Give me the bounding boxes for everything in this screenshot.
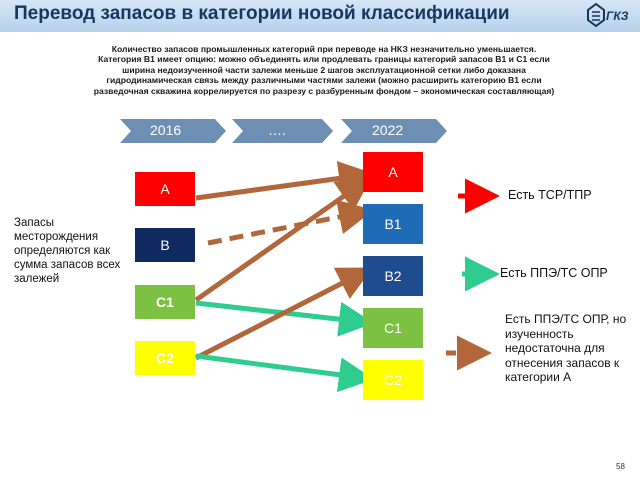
left-box-label: C1 [156,294,174,310]
right-box-label: C2 [384,372,402,388]
right-box-label: A [388,164,398,180]
timeline-start-label: 2016 [150,122,182,138]
side-label: Запасы месторождения определяются как су… [14,217,121,285]
intro-line: разведочная скважина коррелируется по ра… [93,85,555,96]
left-box-label: C2 [156,350,174,366]
right-box-b2: B2 [363,256,423,296]
intro-line: Количество запасов промышленных категори… [111,44,537,54]
page-title: Перевод запасов в категории новой класси… [14,3,510,24]
page-number: 58 [616,462,625,471]
timeline-end-label: 2022 [372,122,404,138]
legend-text-ppe-insufficient: Есть ППЭ/ТС ОПР, но изученность недостат… [505,312,627,384]
intro-line: Категория В1 имеет опцию: можно объединя… [98,54,550,65]
left-box-a: A [135,172,195,206]
right-box-label: B2 [384,268,402,284]
arrow-c2-to-c2 [195,353,374,393]
intro-text: Количество запасов промышленных категори… [44,44,604,96]
gkz-logo: ГКЗ [586,2,638,30]
right-box-label: B1 [384,216,402,232]
arrow-c1-to-a [194,176,373,303]
chevron-middle [232,119,333,143]
intro-line: ширина недоизученной части залежи меньше… [122,64,526,75]
right-box-c1: C1 [363,308,423,348]
timeline-middle-label: …. [268,122,286,138]
left-box-label: A [160,181,170,197]
chevron-2022 [341,119,447,143]
arrow-b-to-b1 [207,199,374,246]
legend-text-tsr: Есть ТСР/ТПР [508,188,592,202]
right-box-label: C1 [384,320,402,336]
legend-text-ppe: Есть ППЭ/ТС ОПР [500,266,608,280]
arrow-a-to-a [195,161,374,201]
header-bar: Перевод запасов в категории новой класси… [0,0,640,32]
right-box-a: A [363,152,423,192]
right-box-b1: B1 [363,204,423,244]
arrow-c2-to-b2 [194,267,373,361]
left-box-c1: C1 [135,285,195,319]
left-box-label: B [160,237,170,253]
logo-text: ГКЗ [606,9,629,23]
chevron-2016 [120,119,226,143]
logo-emblem-icon [587,2,605,28]
left-box-c2: C2 [135,341,195,375]
right-box-c2: C2 [363,360,423,400]
intro-line: гидродинамическая связь между различными… [106,75,542,86]
left-box-b: B [135,228,195,262]
